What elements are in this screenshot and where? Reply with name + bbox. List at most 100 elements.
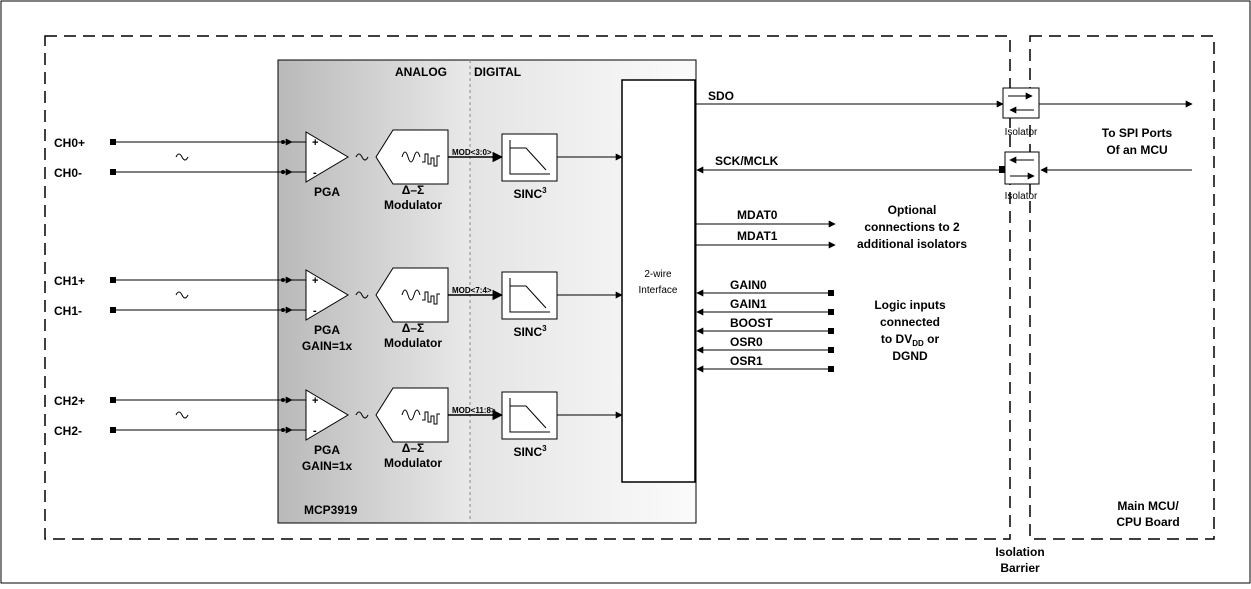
optional-note-line1: Optional [888,203,937,217]
ch2-modulator-waveform-icon [401,409,440,425]
ch2-modulator-symbol: Δ–Σ [402,441,425,455]
isolator-2-box [1004,151,1040,185]
sck-terminal [999,166,1005,173]
ch2-pos-label: CH2+ [54,394,85,408]
logic-input-terminal-2 [828,328,834,334]
ch0-sinc-filter-block [501,133,558,182]
ch2-sinc-filter-block [501,391,558,440]
interface-label-line2: Interface [639,285,678,296]
interface-box [621,79,696,483]
isolator-2-label: Isolator [1005,191,1038,202]
interface-label-line1: 2-wire [644,269,672,280]
isolator-1-box [1002,87,1040,119]
isolator-1-label: Isolator [1005,127,1038,138]
ch0-modulator-label: Modulator [384,198,442,212]
ch1-neg-node [281,308,285,312]
ch2-pga-out-sine-icon [355,411,369,419]
two-wire-interface: 2-wire Interface [621,79,696,483]
ch1-pga-out-sine-icon [355,291,369,299]
ch2-pga-gain-label: GAIN=1x [302,459,353,473]
barrier-note-line2: Barrier [1000,561,1040,575]
ch0-neg-terminal [110,169,116,175]
ch0-neg-label: CH0- [54,166,82,180]
system-boundary-dashed [44,35,1011,540]
isolation-barrier-note: Isolation Barrier [995,545,1044,575]
analog-label: ANALOG [395,65,447,79]
ch1-pga-label: PGA [314,323,340,337]
mcu-board-note: Main MCU/ CPU Board [1116,499,1179,529]
ch0-sine-icon [175,153,189,161]
logic-input-gain1: GAIN1 [696,297,834,316]
mcu-note-line2: CPU Board [1116,515,1179,529]
logic-input-label-2: BOOST [730,316,773,330]
logic-input-terminal-4 [828,366,834,372]
ch1-pga-gain-label: GAIN=1x [302,339,353,353]
ch0-pga-amplifier [305,131,349,183]
logic-input-terminal-3 [828,347,834,353]
logic-input-gain0: GAIN0 [696,278,834,297]
spi-note-line1: To SPI Ports [1102,126,1173,140]
optional-note-line2: connections to 2 [864,220,960,234]
ch0-modulator-symbol: Δ–Σ [402,183,425,197]
ch1-pos-label: CH1+ [54,274,85,288]
logic-input-osr1: OSR1 [696,354,834,373]
logic-input-label-0: GAIN0 [730,278,767,292]
ch1-pos-terminal [110,277,116,283]
sdo-label: SDO [708,89,734,103]
ch2-modulator-label: Modulator [384,456,442,470]
logic-input-label-3: OSR0 [730,335,763,349]
optional-note-line3: additional isolators [857,237,967,251]
ch2-lowpass-icon [509,398,550,433]
logic-note: Logic inputs connected to DVDD or DGND [874,298,946,363]
ch0-sinc-label: SINC3 [513,186,547,201]
chip-name: MCP3919 [304,503,358,517]
ch2-pos-terminal [110,397,116,403]
mdat0-label: MDAT0 [737,208,778,222]
ch1-modulator-label: Modulator [384,336,442,350]
digital-label: DIGITAL [474,65,521,79]
logic-input-terminal-1 [828,309,834,315]
ch1-sine-icon [175,291,189,299]
sdo-signal: SDO [695,89,1193,108]
ch0-pos-label: CH0+ [54,136,85,150]
logic-note-line1: Logic inputs [874,298,946,312]
ch2-neg-label: CH2- [54,424,82,438]
ch0-pga-minus: - [313,167,317,179]
ch0-pga-plus: + [312,137,318,149]
ch0-modulator-waveform-icon [401,151,440,167]
ch0-mod-bus-label: MOD<3:0> [452,148,492,157]
channel-1: CH1+CH1-+-PGAGAIN=1xΔ–ΣModulatorMOD<7:4>… [54,267,623,353]
sck-label: SCK/MCLK [715,154,779,168]
ch2-mod-bus-label: MOD<11:8> [452,406,496,415]
ch0-pos-node [281,140,285,144]
mcu-note-line1: Main MCU/ [1117,499,1179,513]
ch1-modulator-symbol: Δ–Σ [402,321,425,335]
ch1-sinc-label: SINC3 [513,324,547,339]
logic-input-boost: BOOST [696,316,834,335]
logic-input-label-1: GAIN1 [730,297,767,311]
logic-note-line3: to DVDD or [881,332,940,348]
ch0-pos-terminal [110,139,116,145]
ch2-pga-amplifier [305,389,349,441]
barrier-note-line1: Isolation [995,545,1044,559]
mdat1-label: MDAT1 [737,229,778,243]
ch2-sinc-label: SINC3 [513,444,547,459]
ch1-lowpass-icon [509,278,550,313]
ch1-modulator-waveform-icon [401,289,440,305]
ch0-pga-out-sine-icon [355,153,369,161]
sck-signal: SCK/MCLK [696,154,1192,174]
isolator-1: Isolator [1002,87,1040,138]
isolator-2: Isolator [1004,151,1040,202]
logic-input-osr0: OSR0 [696,335,834,354]
ch2-neg-node [281,428,285,432]
logic-note-line2: connected [880,315,940,329]
ch2-pga-label: PGA [314,443,340,457]
chip-outline [277,59,697,524]
mdat-signals: MDAT0 MDAT1 [695,208,836,249]
ch1-pos-node [281,278,285,282]
ch1-pga-minus: - [313,305,317,317]
channel-2: CH2+CH2-+-PGAGAIN=1xΔ–ΣModulatorMOD<11:8… [54,387,623,473]
